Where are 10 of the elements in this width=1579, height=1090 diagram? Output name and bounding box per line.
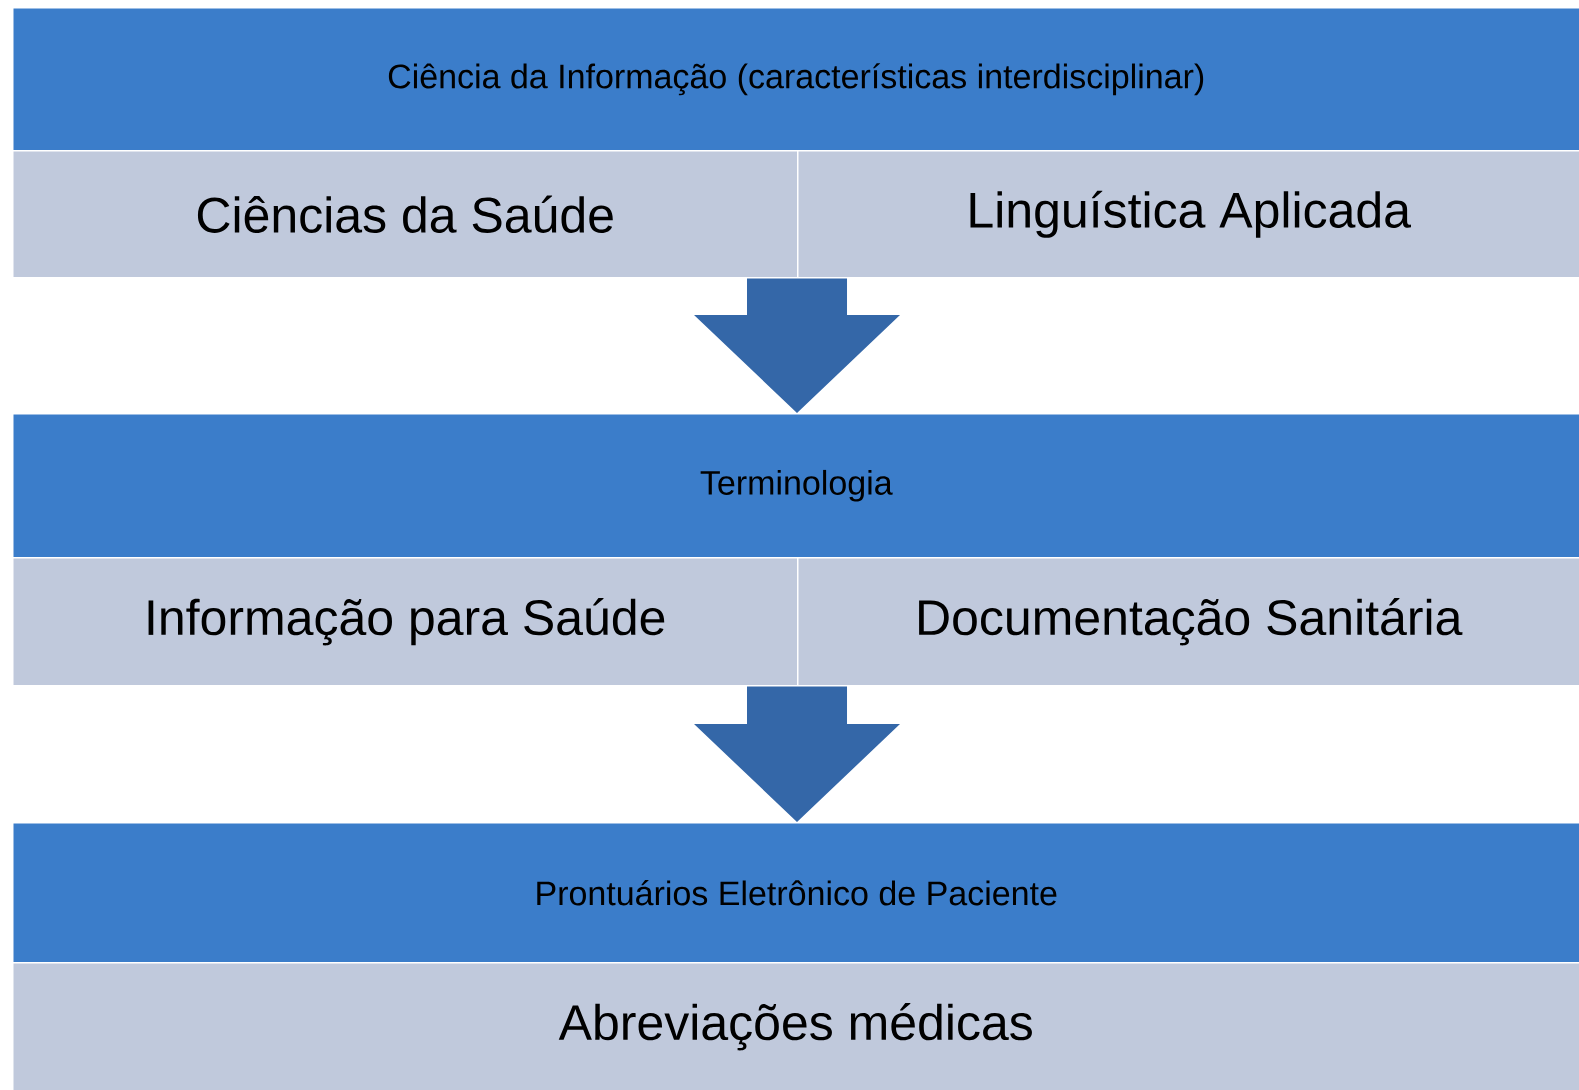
topic-box: Informação para Saúde [12,557,799,687]
block-arrow [694,278,900,413]
header-band: Prontuários Eletrônico de Paciente [12,822,1579,964]
header-band: Ciência da Informação (características interdisciplinar) [12,7,1579,152]
topic-box: Ciências da Saúde [12,150,799,279]
header-band: Terminologia [12,413,1579,559]
topic-box: Documentação Sanitária [797,557,1579,687]
block-arrow [694,686,900,822]
topic-box: Linguística Aplicada [797,150,1579,279]
topic-box: Abreviações médicas [12,962,1579,1090]
